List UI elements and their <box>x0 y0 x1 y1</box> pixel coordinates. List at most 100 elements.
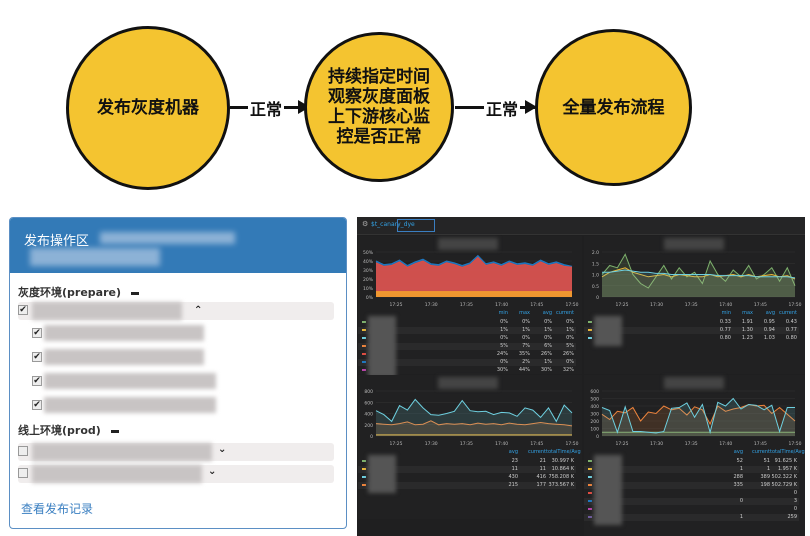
redacted-series-names <box>368 316 396 378</box>
collapse-prod-icon[interactable] <box>110 429 119 433</box>
legend-column-header[interactable]: current <box>527 449 546 455</box>
legend-value: 335 <box>733 482 743 488</box>
x-tick-label: 17:45 <box>530 302 543 308</box>
legend-column-header[interactable]: totalTime/Avg <box>770 449 805 455</box>
flow-step-3-label: 全量发布流程 <box>562 97 665 118</box>
legend-value: 52 <box>736 458 743 464</box>
legend-row[interactable]: 0 <box>584 490 799 497</box>
legend-row[interactable]: 0%2%1%0% <box>358 359 576 366</box>
redacted-host-name <box>44 373 216 389</box>
legend-column-header[interactable]: min <box>721 310 731 316</box>
legend-value: 0% <box>544 335 552 341</box>
legend-value: 1 <box>766 466 770 472</box>
legend-row[interactable]: 0%0%0%0% <box>358 335 576 342</box>
legend-column-header[interactable]: current <box>751 449 770 455</box>
series-line <box>375 398 573 423</box>
checkbox-checked[interactable]: ✔ <box>32 400 42 410</box>
series-swatch <box>362 369 366 371</box>
legend-row[interactable]: 30%44%30%32% <box>358 367 576 374</box>
series-line <box>375 254 573 267</box>
legend-value: 416 <box>536 474 546 480</box>
redacted-panel-title <box>664 377 724 389</box>
legend-row[interactable]: 24%35%26%26% <box>358 351 576 358</box>
gear-icon[interactable]: ⚙ <box>362 220 369 228</box>
legend-value: 11 <box>511 466 518 472</box>
series-line <box>601 267 796 280</box>
y-tick-label: 0 <box>370 434 373 440</box>
legend-value: 0.77 <box>719 327 731 333</box>
legend-value: 21 <box>539 458 546 464</box>
legend-column-header[interactable]: current <box>778 310 797 316</box>
template-variable-select[interactable] <box>397 219 435 232</box>
panel-header: 发布操作区 <box>10 218 346 273</box>
y-tick-label: 50% <box>363 250 374 256</box>
redacted-panel-title <box>664 238 724 250</box>
legend-row[interactable]: 5%7%6%5% <box>358 343 576 350</box>
legend-column-header[interactable]: totalTime/Avg <box>546 449 581 455</box>
prepare-group-row[interactable]: ✔ ⌃ <box>18 302 334 320</box>
y-tick-label: 500 <box>590 397 599 403</box>
chevron-down-icon[interactable]: ⌄ <box>218 444 227 455</box>
checkbox-checked[interactable]: ✔ <box>32 352 42 362</box>
checkbox-unchecked[interactable] <box>18 446 28 456</box>
series-swatch <box>362 337 366 339</box>
prod-group-row[interactable]: ⌄ <box>18 443 334 461</box>
legend-value: 1% <box>544 359 552 365</box>
collapse-prepare-icon[interactable] <box>131 291 139 295</box>
legend-column-header[interactable]: min <box>498 310 508 316</box>
flow-arrow-1-label: 正常 <box>248 96 285 120</box>
checkbox-unchecked[interactable] <box>18 468 28 478</box>
legend-row[interactable]: 0 <box>584 506 799 513</box>
legend-value: 430 <box>508 474 518 480</box>
legend-column-header[interactable]: avg <box>508 449 518 455</box>
legend-row[interactable]: 0%0%0%0% <box>358 319 576 326</box>
release-history-link[interactable]: 查看发布记录 <box>21 502 94 516</box>
y-tick-label: 20% <box>363 277 374 283</box>
legend-column-header[interactable]: current <box>555 310 574 316</box>
legend-column-header[interactable]: avg <box>733 449 743 455</box>
x-tick-label: 17:50 <box>789 441 802 447</box>
legend-value: 6% <box>544 343 552 349</box>
chevron-up-icon[interactable]: ⌃ <box>194 305 203 316</box>
series-swatch <box>588 500 592 502</box>
checkbox-checked[interactable]: ✔ <box>18 305 28 315</box>
y-tick-label: 0% <box>366 295 374 301</box>
legend-value: 0% <box>566 359 574 365</box>
series-area <box>602 398 795 436</box>
series-line <box>601 253 796 289</box>
flow-step-1-label: 发布灰度机器 <box>97 98 199 118</box>
series-swatch <box>588 321 592 323</box>
prod-group-row[interactable]: ⌄ <box>18 465 334 483</box>
legend-value: 44% <box>518 367 530 373</box>
legend-value: 24% <box>496 351 508 357</box>
legend-column-header[interactable]: avg <box>542 310 552 316</box>
legend-value: 1% <box>500 327 508 333</box>
legend-row[interactable]: 1%1%1%1% <box>358 327 576 334</box>
redacted-host-name <box>44 397 216 413</box>
legend-column-header[interactable]: max <box>742 310 753 316</box>
checkbox-checked[interactable]: ✔ <box>32 328 42 338</box>
chevron-down-icon[interactable]: ⌄ <box>208 466 217 477</box>
y-tick-label: 100 <box>590 427 599 433</box>
checkbox-checked[interactable]: ✔ <box>32 376 42 386</box>
legend-column-header[interactable]: avg <box>765 310 775 316</box>
legend-column-header[interactable]: max <box>519 310 530 316</box>
